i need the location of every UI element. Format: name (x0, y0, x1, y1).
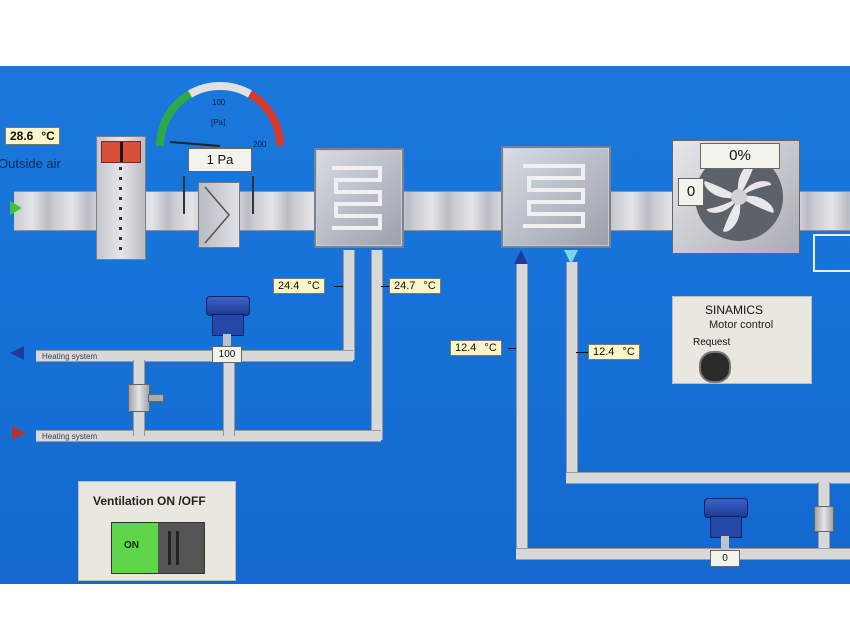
gauge-unit: [Pa] (211, 118, 226, 127)
fan-state: 0 (678, 178, 704, 206)
pressure-reading: 1 Pa (188, 148, 252, 172)
heating-coil[interactable] (314, 148, 404, 248)
cooling-bypass-valve[interactable] (814, 506, 834, 532)
coil2-return-pipe (566, 262, 578, 482)
heating-return-arrow-icon (12, 426, 26, 440)
ventilation-title: Ventilation ON /OFF (93, 494, 206, 508)
fan-icon (695, 153, 783, 241)
ventilation-on-label: ON (124, 540, 139, 551)
ventilation-panel: Ventilation ON /OFF ON (78, 481, 236, 581)
sinamics-panel: SINAMICS Motor control Request (672, 296, 812, 384)
ventilation-toggle[interactable]: ON (111, 522, 205, 574)
gauge-mark-100: 100 (212, 98, 226, 107)
coil1-supply-temp: 24.4°C (273, 278, 325, 294)
gauge-mark-200: 200 (253, 140, 267, 149)
heating-flow-arrow-icon (10, 346, 24, 360)
coil2-flow-pipe (516, 262, 528, 558)
request-label: Request (693, 337, 731, 348)
coil2-return-temp: 12.4°C (588, 344, 640, 360)
sinamics-subtitle: Motor control (709, 319, 774, 331)
fan-speed: 0% (700, 143, 780, 169)
filter (198, 182, 240, 248)
request-button[interactable] (699, 351, 731, 383)
pressure-gauge (155, 81, 285, 147)
heating-return-label: Heating system (42, 432, 98, 441)
outside-temp-display: 28.6°C (5, 127, 60, 145)
cooling-coil[interactable] (501, 146, 611, 248)
outside-air-label: Outside air (0, 156, 61, 171)
bypass-valve[interactable] (128, 384, 150, 412)
cooling-valve-value: 0 (710, 550, 740, 567)
damper-blades (119, 167, 122, 253)
ventilation-on-indicator: ON (112, 523, 158, 573)
damper[interactable] (96, 136, 146, 260)
heating-return-pipe (36, 430, 381, 442)
cooling-valve-actuator[interactable] (700, 498, 750, 552)
heating-valve-value: 100 (212, 346, 242, 363)
coil1-flow-pipe (343, 250, 355, 360)
sinamics-title: SINAMICS (705, 303, 764, 317)
cooling-flow-arrow-icon (514, 250, 528, 264)
heating-flow-pipe (36, 350, 353, 362)
fan-status-indicator (813, 234, 850, 272)
hmi-screen: 28.6°C Outside air 100 [Pa] 200 1 Pa (0, 66, 850, 584)
coil1-return-pipe (371, 250, 383, 440)
coil2-supply-temp: 12.4°C (450, 340, 502, 356)
heating-flow-label: Heating system (42, 352, 98, 361)
heating-valve-actuator[interactable] (202, 296, 252, 348)
inlet-arrow-icon (10, 201, 22, 215)
cooling-return-arrow-icon (564, 250, 578, 264)
damper-actuator (101, 141, 141, 163)
coil1-return-temp: 24.7°C (389, 278, 441, 294)
